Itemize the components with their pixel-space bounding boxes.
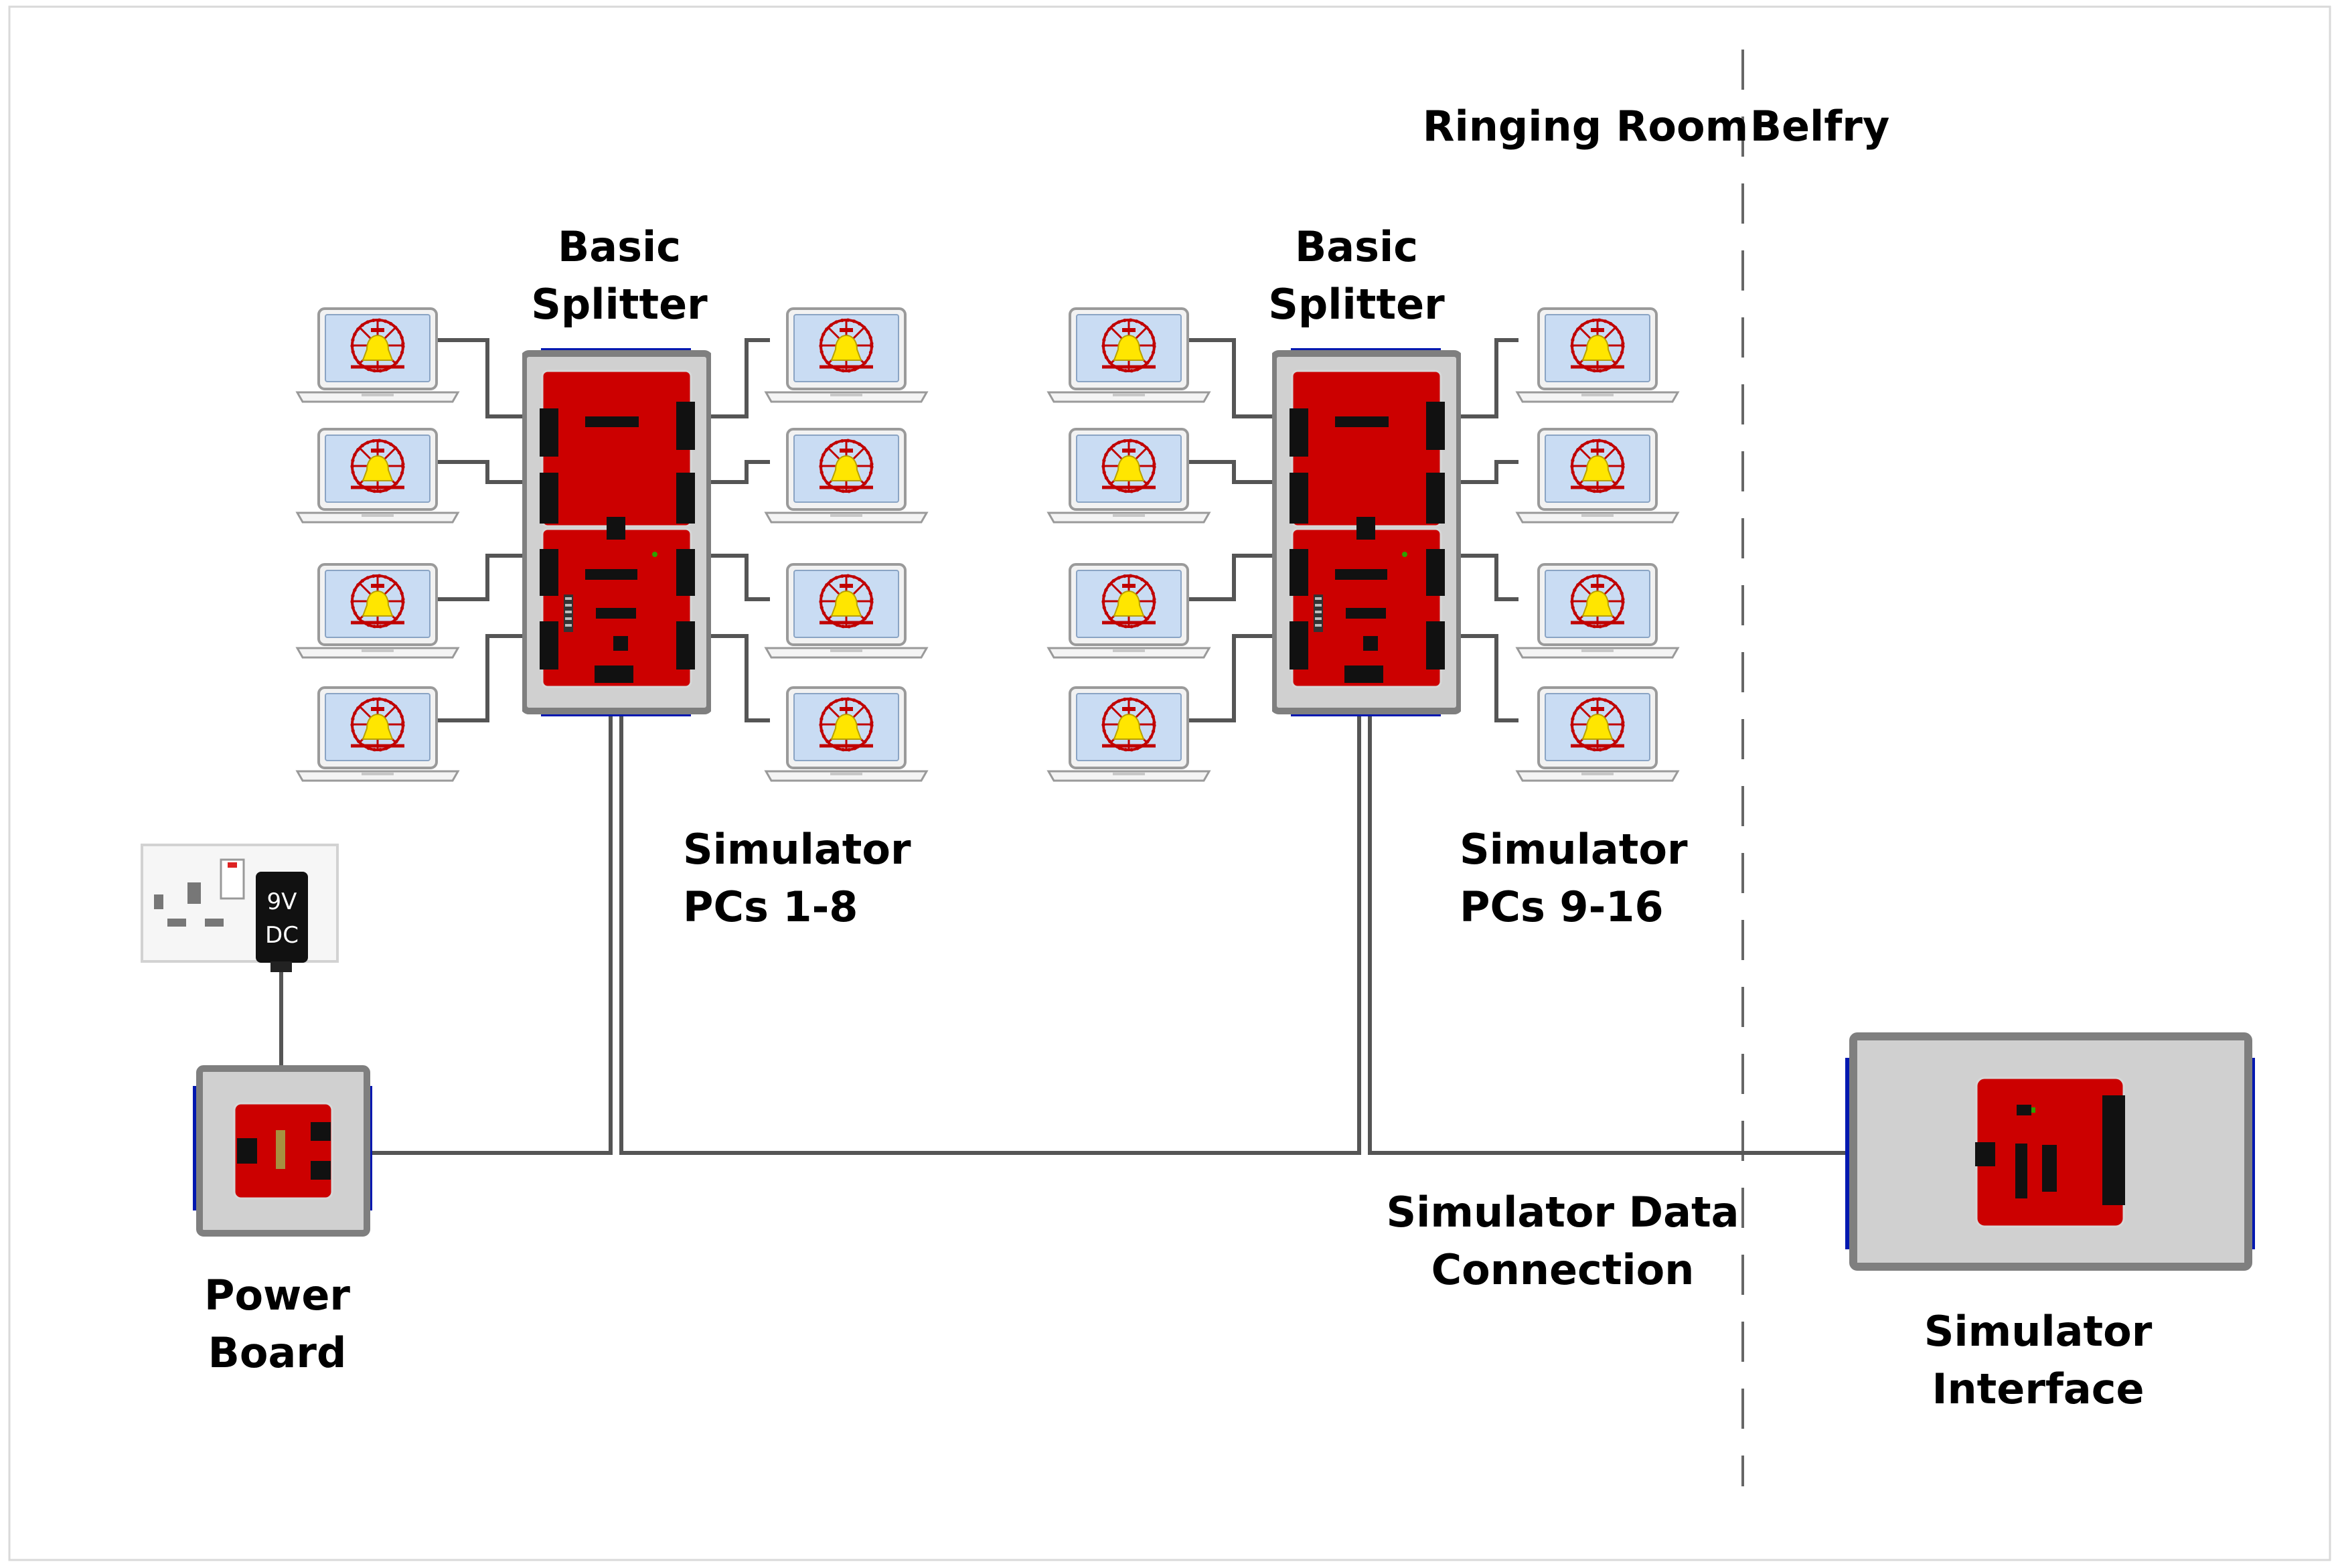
laptop-icon <box>766 688 927 781</box>
laptop-icon <box>297 429 458 522</box>
basic-splitter-1 <box>524 348 710 716</box>
interface-label-line-1: Simulator <box>1924 1307 2153 1356</box>
power-board-label-line-2: Board <box>208 1328 347 1377</box>
splitter-1-label-line-1: Basic <box>558 222 681 271</box>
laptop-icon <box>297 309 458 402</box>
splitter-1-label-line-2: Splitter <box>531 280 708 329</box>
laptop-icon <box>297 564 458 657</box>
basic-splitter-2 <box>1273 348 1460 716</box>
power-board-label-line-1: Power <box>204 1271 350 1320</box>
power-adapter-icon: 9V DC <box>256 872 308 972</box>
laptop-icon <box>1048 309 1209 402</box>
cables <box>279 338 1853 1155</box>
laptop-icon <box>1517 688 1678 781</box>
belfry-label: Belfry <box>1750 102 1890 151</box>
laptop-icon <box>1048 429 1209 522</box>
pcs-2-label-line-2: PCs 9-16 <box>1460 882 1664 931</box>
data-connection-label-line-2: Connection <box>1431 1245 1695 1294</box>
laptop-icon <box>766 309 927 402</box>
data-connection-label-line-1: Simulator Data <box>1387 1188 1739 1237</box>
splitter-2-label-line-1: Basic <box>1295 222 1418 271</box>
adapter-voltage-label: 9V <box>267 888 297 915</box>
laptop-icon <box>766 429 927 522</box>
ringing-room-label: Ringing Room <box>1423 102 1748 151</box>
adapter-dc-label: DC <box>265 922 299 949</box>
pcs-2-label-line-1: Simulator <box>1460 825 1688 874</box>
laptop-icon <box>297 688 458 781</box>
laptop-icon <box>1048 688 1209 781</box>
laptop-icon <box>1517 564 1678 657</box>
wall-socket-icon <box>141 844 339 963</box>
pcs-1-label-line-1: Simulator <box>683 825 911 874</box>
pcs-1-label-line-2: PCs 1-8 <box>683 882 858 931</box>
simulator-interface-unit <box>1845 1032 2255 1271</box>
laptop-icon <box>1517 309 1678 402</box>
interface-label-line-2: Interface <box>1932 1364 2144 1413</box>
power-board-unit <box>193 1065 372 1237</box>
laptop-icon <box>766 564 927 657</box>
laptop-icon <box>1048 564 1209 657</box>
laptop-icon <box>1517 429 1678 522</box>
splitter-2-label-line-2: Splitter <box>1268 280 1445 329</box>
